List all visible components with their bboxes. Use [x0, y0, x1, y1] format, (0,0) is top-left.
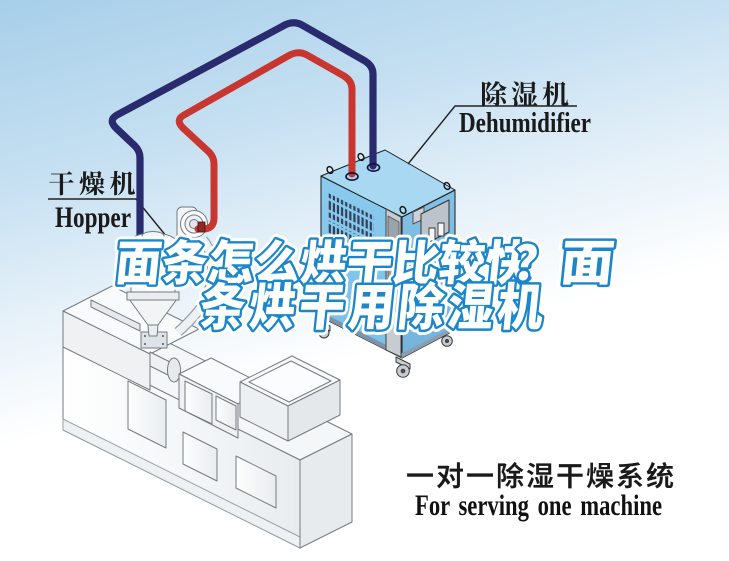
svg-text:For serving one machine: For serving one machine: [415, 489, 662, 522]
svg-text:Dehumidifier: Dehumidifier: [459, 107, 591, 139]
svg-text:Hopper: Hopper: [55, 201, 131, 234]
